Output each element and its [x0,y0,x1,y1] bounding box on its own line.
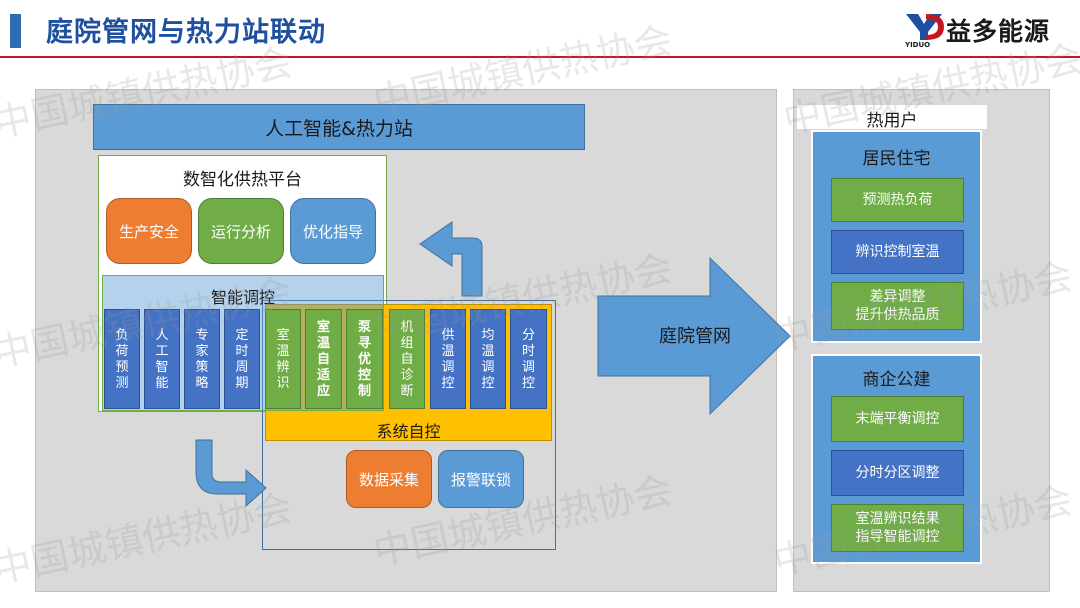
control-column-room-temp-adaptive[interactable]: 室温自适应 [305,309,342,409]
item-line: 差异调整 [869,289,926,305]
optimization-guide-button[interactable]: 优化指导 [290,198,376,264]
item-line: 辨识控制室温 [855,244,940,260]
com-item-time-zone-adjust[interactable]: 分时分区调整 [831,450,964,496]
platform-title: 数智化供热平台 [183,170,302,190]
column-char: 周 [235,360,249,375]
user-title-box [797,105,987,129]
item-line: 末端平衡调控 [855,411,940,427]
column-char: 时 [521,344,535,359]
column-char: 控 [481,376,495,391]
column-char: 适 [316,368,330,383]
column-char: 机 [400,320,414,335]
title-accent-bar [10,14,21,48]
data-collect-button[interactable]: 数据采集 [346,450,432,508]
user-title: 热用户 [866,111,918,131]
operation-analysis-button[interactable]: 运行分析 [198,198,284,264]
column-char: 荷 [115,344,129,359]
column-char: 预 [115,360,129,375]
column-char: 人 [155,328,169,343]
res-item-identify-room-temp[interactable]: 辨识控制室温 [831,230,964,274]
control-column-load-forecast[interactable]: 负荷预测 [104,309,140,409]
alarm-interlock-button[interactable]: 报警联锁 [438,450,524,508]
commercial-title: 商企公建 [862,370,931,390]
column-char: 室 [316,320,330,335]
ai-station-banner: 人工智能&热力站 [93,104,585,150]
control-column-unit-self-diagnosis[interactable]: 机组自诊断 [389,309,425,409]
res-item-forecast-load[interactable]: 预测热负荷 [831,178,964,222]
column-char: 温 [316,336,330,351]
column-char: 寻 [357,336,371,351]
item-line: 提升供热品质 [855,307,940,323]
column-char: 分 [521,328,535,343]
column-char: 期 [235,376,249,391]
column-char: 应 [316,384,330,399]
brand-sub: YIDUO [905,41,931,49]
column-char: 控 [521,376,535,391]
column-char: 识 [276,376,290,391]
item-line: 预测热负荷 [862,192,933,208]
column-char: 定 [235,328,249,343]
control-column-pump-optimize[interactable]: 泵寻优控制 [346,309,383,409]
control-column-avg-temp[interactable]: 均温调控 [470,309,506,409]
item-line: 室温辨识结果 [855,511,940,527]
production-safety-button[interactable]: 生产安全 [106,198,192,264]
column-char: 略 [195,376,209,391]
control-column-room-temp-identify[interactable]: 室温辨识 [265,309,301,409]
auto-control-outline [262,300,556,550]
column-char: 家 [195,344,209,359]
page-title: 庭院管网与热力站联动 [46,17,326,48]
item-line: 指导智能调控 [855,529,940,545]
column-char: 调 [441,360,455,375]
control-column-ai[interactable]: 人工智能 [144,309,180,409]
column-char: 制 [357,384,371,399]
control-column-expert-strategy[interactable]: 专家策略 [184,309,220,409]
com-item-terminal-balance[interactable]: 末端平衡调控 [831,396,964,442]
column-char: 智 [155,360,169,375]
column-char: 负 [115,328,129,343]
com-item-room-temp-guide[interactable]: 室温辨识结果指导智能调控 [831,504,964,552]
column-char: 温 [441,344,455,359]
column-char: 室 [276,328,290,343]
res-item-diff-adjust[interactable]: 差异调整提升供热品质 [831,282,964,330]
item-line: 分时分区调整 [855,465,940,481]
column-char: 温 [276,344,290,359]
auto-control-title: 系统自控 [376,422,441,441]
residential-title: 居民住宅 [862,149,931,169]
column-char: 均 [481,328,495,343]
column-char: 时 [235,344,249,359]
column-char: 温 [481,344,495,359]
column-char: 自 [400,352,414,367]
control-column-timing-cycle[interactable]: 定时周期 [224,309,260,409]
header-divider [0,56,1080,58]
column-char: 供 [441,328,455,343]
column-char: 优 [357,352,371,367]
smart-control-title: 智能调控 [210,288,275,307]
column-char: 诊 [400,368,414,383]
column-char: 策 [195,360,209,375]
pipe-network-label: 庭院管网 [659,326,731,347]
column-char: 专 [195,328,209,343]
column-char: 工 [155,344,169,359]
column-char: 辨 [276,360,290,375]
column-char: 调 [521,360,535,375]
column-char: 自 [316,352,330,367]
column-char: 测 [115,376,129,391]
column-char: 控 [357,368,371,383]
control-column-time-sharing[interactable]: 分时调控 [510,309,547,409]
column-char: 组 [400,336,414,351]
column-char: 控 [441,376,455,391]
column-char: 能 [155,376,169,391]
brand-name: 益多能源 [946,17,1051,46]
column-char: 泵 [357,320,371,335]
control-column-supply-temp[interactable]: 供温调控 [430,309,466,409]
column-char: 断 [400,384,414,399]
column-char: 调 [481,360,495,375]
